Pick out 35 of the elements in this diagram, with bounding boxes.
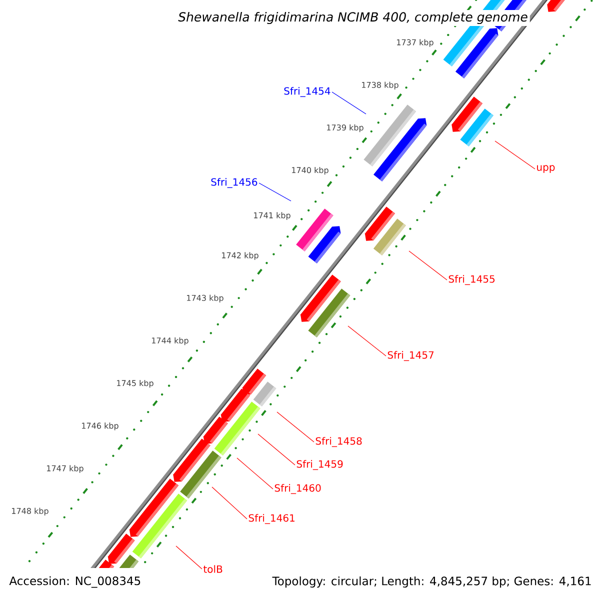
tick-label: 1745 kbp	[117, 380, 154, 388]
gene-label: upp	[537, 165, 555, 173]
leader-line	[348, 326, 386, 356]
tick-label: 1743 kbp	[187, 294, 224, 302]
tick-label: 1747 kbp	[47, 465, 84, 473]
tick-label: 1738 kbp	[362, 82, 398, 90]
tick-label: 1748 kbp	[12, 508, 48, 516]
leader-line	[236, 458, 274, 490]
accession-text: Accession: NC_008345	[9, 576, 140, 588]
gene-label: Sfri_1454	[284, 87, 330, 97]
gene-label: Sfri_1458	[316, 437, 362, 447]
tick-label: 1739 kbp	[327, 124, 364, 132]
tick-label: 1742 kbp	[222, 252, 258, 260]
gene-label: Sfri_1461	[248, 514, 294, 524]
gene-label: tolB	[203, 565, 222, 573]
gene-label: Sfri_1455	[448, 275, 495, 285]
leader-line	[258, 182, 292, 202]
genome-info-text: Topology: circular; Length: 4,845,257 bp; Genes: 4,161	[272, 576, 591, 588]
leader-line	[276, 412, 314, 442]
tick-label: 1740 kbp	[292, 166, 328, 175]
leader-line	[212, 486, 248, 520]
leader-line	[408, 250, 448, 280]
title: Shewanella frigidimarina NCIMB 400, complete genome	[176, 10, 530, 26]
leader-line	[176, 546, 202, 570]
gene-label: Sfri_1460	[274, 484, 321, 494]
gene-label: Sfri_1459	[296, 460, 343, 470]
tick-label: 1737 kbp	[397, 39, 434, 47]
leader-line	[258, 434, 296, 466]
leader-line	[332, 92, 366, 114]
tick-label: 1746 kbp	[82, 422, 118, 430]
gene-label: Sfri_1456	[211, 178, 258, 188]
gene-label: Sfri_1457	[388, 351, 434, 361]
leader-line	[494, 140, 536, 170]
tick-label: 1744 kbp	[152, 337, 188, 346]
tick-label: 1741 kbp	[254, 212, 290, 220]
